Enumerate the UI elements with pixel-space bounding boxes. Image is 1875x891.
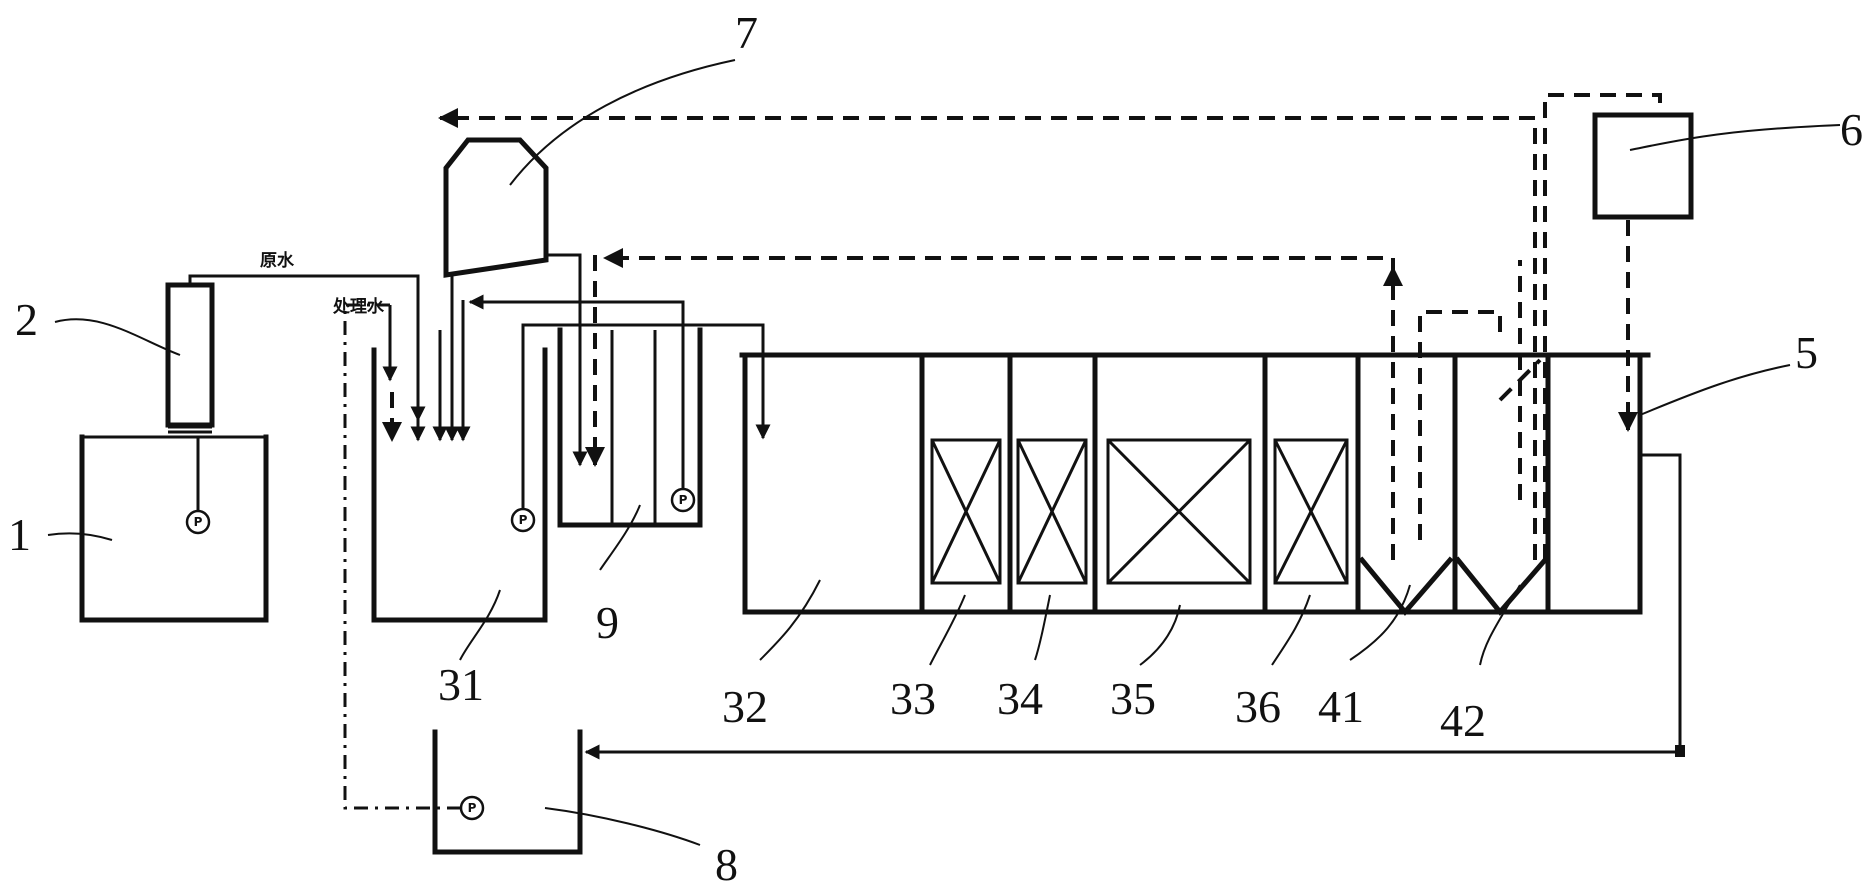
leader-34 [1034,594,1051,661]
leader-35 [1139,604,1181,666]
raw-water-line [188,274,426,422]
treated-water-return [343,303,461,810]
label-35: 35 [1110,673,1156,724]
media-34 [1016,438,1088,585]
vessel7-to-9 [546,253,588,467]
label-42: 42 [1440,695,1486,746]
tank-31 [371,347,548,623]
label-33: 33 [890,673,936,724]
leader-9 [599,504,641,571]
media-36 [1273,438,1349,585]
label-2: 2 [15,294,38,345]
leader-1 [47,532,113,541]
pump-31: P [510,358,536,533]
leader-6 [1629,124,1841,151]
svg-text:P: P [519,513,528,527]
leader-7 [509,59,736,186]
label-6: 6 [1840,104,1863,155]
recycle-loop-41 [1418,310,1502,540]
pump-9: P [670,310,696,513]
svg-text:P: P [468,801,477,815]
media-33 [930,438,1002,585]
label-31: 31 [438,659,484,710]
label-5: 5 [1795,327,1818,378]
label-36: 36 [1235,681,1281,732]
leader-8 [544,807,701,846]
label-41: 41 [1318,681,1364,732]
raw-water-tank-1 [79,434,269,623]
pump-8: P [459,795,485,821]
box-6 [1592,112,1694,220]
label-7: 7 [735,7,758,58]
label-9: 9 [596,597,619,648]
recycle-42-to-31 [438,108,1537,560]
label-8: 8 [715,839,738,890]
media-35 [1106,438,1252,585]
leader-32 [759,579,821,661]
leader-42 [1479,584,1521,666]
label-34: 34 [997,673,1043,724]
svg-text:P: P [194,515,203,529]
31-to-32-line [521,323,771,440]
label-1: 1 [8,509,31,560]
leader-33 [929,594,966,666]
dosing-tube-2 [165,282,215,434]
recycle-6-loop [1543,93,1662,560]
hopper-42 [1454,556,1549,616]
hopper-41 [1358,556,1454,616]
9-to-31-line [468,294,685,310]
recycle-41-to-9 [603,248,1395,560]
vessel-7 [443,137,549,278]
leader-5 [1639,364,1791,416]
leader-2 [54,318,181,356]
pump-1: P [185,509,211,535]
leader-31 [459,589,501,661]
main-reactor-train [739,352,1651,615]
tank-8 [432,729,583,855]
leader-36 [1271,594,1311,666]
label-32: 32 [722,681,768,732]
5-to-8-line [584,453,1682,760]
raw-water-label: 原水 [260,250,295,271]
svg-text:P: P [679,493,688,507]
leader-41 [1349,584,1411,661]
